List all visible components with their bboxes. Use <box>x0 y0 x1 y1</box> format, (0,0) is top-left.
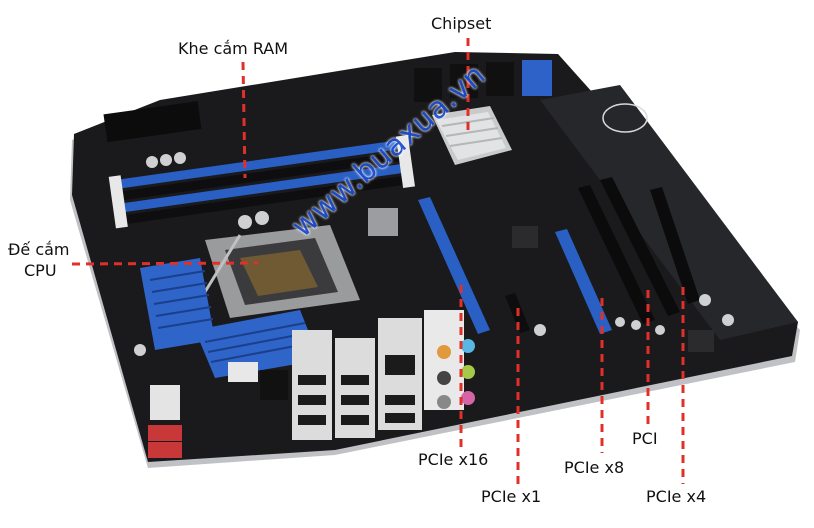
label-cpu-socket-line2: CPU <box>24 261 57 280</box>
label-cpu-socket-line1: Đế cắm <box>8 240 70 259</box>
capacitors <box>134 152 734 356</box>
label-pcie-x4: PCIe x4 <box>646 487 707 506</box>
rear-port-block <box>486 62 514 96</box>
onboard-chip <box>512 226 538 248</box>
pcie-x8-slot <box>555 229 612 334</box>
rear-port-blue <box>522 60 552 96</box>
pci-slot <box>578 185 655 324</box>
usb-ports <box>298 355 415 425</box>
onboard-chip <box>368 208 398 236</box>
pcie-x4-slot <box>650 187 700 304</box>
ram-slots <box>108 134 416 229</box>
label-ram-slots: Khe cắm RAM <box>178 39 289 58</box>
pointer-lines <box>71 38 685 484</box>
label-pcie-x16: PCIe x16 <box>418 450 489 469</box>
rear-port-block <box>414 68 442 102</box>
label-chipset: Chipset <box>431 14 492 33</box>
ram-pointer-line <box>241 61 247 179</box>
rear-port-block <box>450 64 478 98</box>
chipset-heatsink <box>432 106 512 165</box>
atx-power-connector <box>103 101 202 143</box>
cpu-socket <box>198 225 360 318</box>
label-pcie-x1: PCIe x1 <box>481 487 542 506</box>
pcie-x16-slot <box>418 197 490 334</box>
board-logo <box>602 103 648 133</box>
label-pci: PCI <box>632 429 658 448</box>
pci-slot <box>600 177 680 316</box>
onboard-chip <box>688 330 714 352</box>
cpu-pointer-line <box>71 261 259 266</box>
label-pcie-x8: PCIe x8 <box>564 458 625 477</box>
